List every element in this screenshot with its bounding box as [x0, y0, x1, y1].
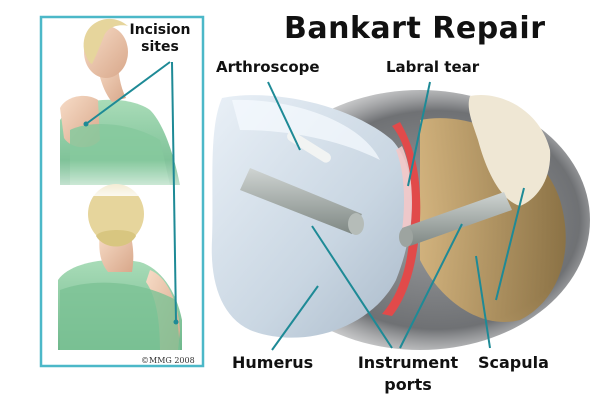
incision-mark-back — [174, 320, 179, 325]
joint-illustration — [212, 82, 590, 350]
instrument-ports-label: Instrument ports — [356, 352, 460, 396]
diagram-title: Bankart Repair — [284, 14, 546, 44]
patient-back-figure — [58, 184, 182, 350]
scapula-label: Scapula — [478, 355, 549, 371]
patient-panel — [41, 17, 203, 366]
humerus-label: Humerus — [232, 355, 313, 371]
incision-mark-front — [84, 122, 89, 127]
incision-sites-label: Incision sites — [127, 22, 193, 56]
labral-tear-label: Labral tear — [386, 60, 479, 75]
copyright-notice: ©MMG 2008 — [141, 357, 195, 365]
arthroscope-label: Arthroscope — [216, 60, 320, 75]
